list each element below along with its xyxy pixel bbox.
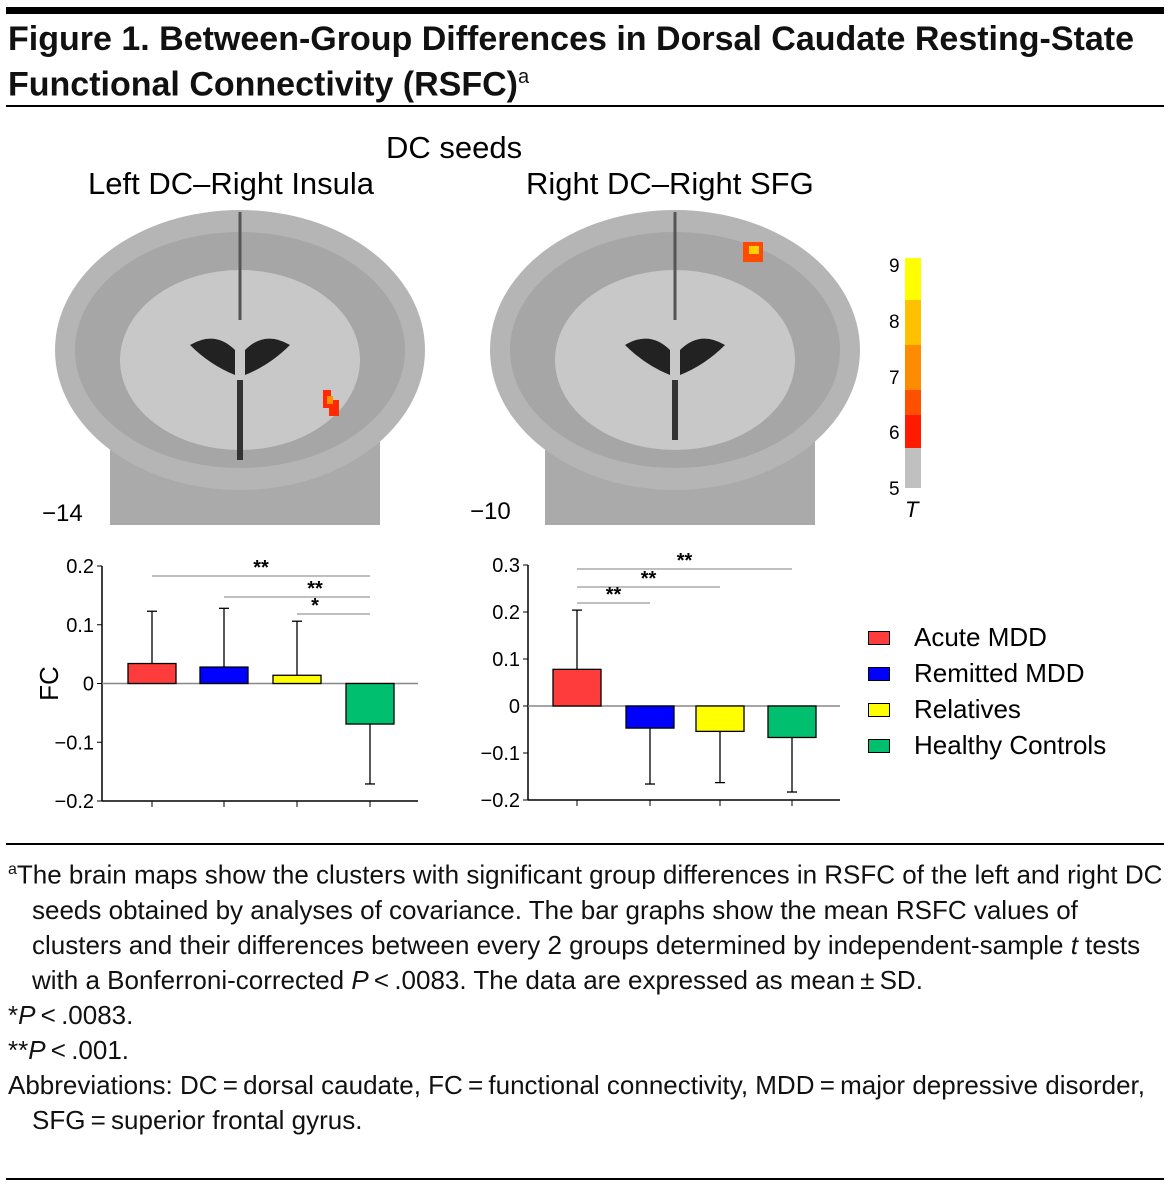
significance-label: ** — [641, 568, 657, 590]
legend-item: Relatives — [868, 694, 1021, 725]
figure-title-text: Figure 1. Between-Group Differences in D… — [8, 20, 1135, 104]
y-tick-label: 0.2 — [492, 602, 520, 624]
y-tick-label: −0.2 — [55, 791, 94, 813]
left-brain-image — [55, 210, 425, 525]
left-bar-chart: 0.20.10−0.1−0.2FC***** — [34, 556, 418, 813]
bar-remitted-mdd — [625, 705, 675, 729]
y-tick-label: 0 — [509, 696, 520, 718]
significance-label: * — [311, 595, 319, 617]
caption-note: aThe brain maps show the clusters with s… — [8, 852, 1163, 998]
significance-label: ** — [606, 584, 622, 606]
y-tick-label: −0.1 — [481, 743, 520, 765]
bar-acute-mdd — [552, 668, 602, 707]
colorbar-segment — [905, 345, 921, 390]
significance-label: ** — [677, 550, 693, 572]
right-brain-image — [490, 210, 860, 525]
star-text: < .001. — [45, 1034, 130, 1065]
colorbar-segment — [905, 448, 921, 488]
legend-item: Acute MDD — [868, 622, 1047, 653]
colorbar-segment — [905, 390, 921, 415]
colorbar-segment — [905, 300, 921, 345]
note-p: P — [351, 964, 369, 995]
note-text: < .0083. The data are expressed as mean … — [368, 964, 923, 995]
right-bar-chart: 0.3 0.2 0.1 0 −0.1 −0.2 ** ** ** — [481, 550, 840, 812]
colorbar-tick: 7 — [889, 368, 900, 389]
title-rule — [6, 105, 1164, 107]
bar-relatives — [272, 674, 322, 685]
note-text: The brain maps show the clusters with si… — [16, 859, 1163, 960]
colorbar-segment — [905, 415, 921, 448]
bottom-rule — [6, 1178, 1164, 1180]
caption-star2: **P < .001. — [8, 1033, 1163, 1068]
colorbar-tick: 8 — [889, 312, 900, 333]
bar-healthy-controls — [345, 682, 395, 725]
bar-remitted-mdd — [199, 666, 249, 685]
y-tick-label: 0 — [83, 674, 94, 696]
bar-healthy-controls — [767, 705, 817, 739]
right-slice-label: −10 — [470, 498, 511, 525]
colorbar-tick: 6 — [889, 423, 900, 444]
left-slice-label: −14 — [42, 500, 83, 527]
panel-header: DC seeds — [386, 130, 523, 165]
colorbar-segment — [905, 258, 921, 300]
colorbar-tick: 5 — [889, 479, 900, 500]
caption-rule — [6, 843, 1164, 845]
note-marker: a — [8, 861, 17, 878]
caption-abbreviations: Abbreviations: DC = dorsal caudate, FC =… — [8, 1069, 1145, 1135]
figure-title: Figure 1. Between-Group Differences in D… — [8, 20, 1158, 103]
note-t: t — [1070, 929, 1078, 960]
y-tick-label: 0.1 — [492, 649, 520, 671]
legend-swatch — [868, 666, 890, 681]
title-footnote-marker: a — [518, 66, 530, 88]
colorbar-label: T — [905, 497, 919, 522]
caption-star1: *P < .0083. — [8, 998, 1163, 1033]
note-text: tests with a Bonferroni-corrected — [32, 929, 1141, 995]
legend-item: Healthy Controls — [868, 730, 1106, 761]
star-mark: * — [8, 999, 19, 1030]
star-p: P — [28, 1034, 46, 1065]
star-p: P — [18, 999, 36, 1030]
y-tick-label: −0.1 — [55, 732, 94, 754]
legend-label: Healthy Controls — [914, 730, 1107, 760]
star-mark: ** — [8, 1034, 29, 1065]
colorbar-tick: 9 — [889, 256, 900, 277]
legend-item: Remitted MDD — [868, 658, 1084, 689]
legend-swatch — [868, 702, 890, 717]
right-panel-title: Right DC–Right SFG — [526, 166, 814, 201]
left-panel-title: Left DC–Right Insula — [88, 166, 375, 201]
bar-relatives — [695, 705, 745, 733]
legend-swatch — [868, 630, 890, 645]
legend-label: Acute MDD — [914, 622, 1047, 652]
colorbar — [905, 258, 921, 488]
legend-label: Remitted MDD — [914, 658, 1085, 688]
significance-label: ** — [307, 578, 323, 600]
y-tick-label: 0.3 — [492, 555, 520, 577]
y-tick-label: 0.1 — [66, 615, 94, 637]
significance-label: ** — [253, 557, 269, 579]
legend-swatch — [868, 738, 890, 753]
y-axis-label: FC — [34, 666, 64, 701]
legend-label: Relatives — [914, 694, 1021, 724]
bar-acute-mdd — [127, 662, 177, 685]
figure-caption: aThe brain maps show the clusters with s… — [8, 852, 1163, 1138]
star-text: < .0083. — [35, 999, 134, 1030]
top-rule — [6, 7, 1164, 14]
y-tick-label: −0.2 — [481, 790, 520, 812]
y-tick-label: 0.2 — [66, 556, 94, 578]
